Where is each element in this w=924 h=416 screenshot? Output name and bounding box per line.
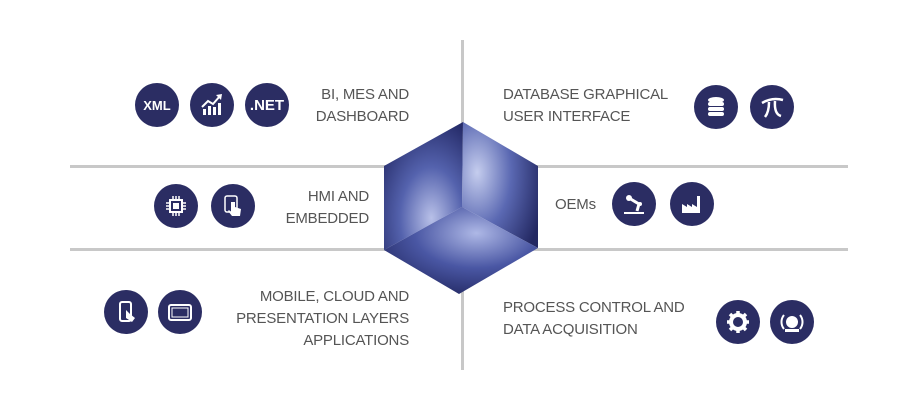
robot-arm-icon <box>612 182 656 226</box>
database-icon <box>694 85 738 129</box>
logo-pi-icon <box>750 85 794 129</box>
cube-face-left <box>384 122 463 250</box>
cube-face-bottom <box>384 207 538 294</box>
chart-growth-icon <box>190 83 234 127</box>
hmi-label: HMI AND EMBEDDED <box>285 186 370 230</box>
cube-face-right <box>462 122 538 248</box>
alarm-icon <box>770 300 814 344</box>
hmi-label-line2: EMBEDDED <box>285 210 370 227</box>
process-label: PROCESS CONTROL AND DATA ACQUISITION <box>503 297 685 341</box>
process-label-line2: DATA ACQUISITION <box>503 321 638 338</box>
db-label-line1: DATABASE GRAPHICAL <box>503 86 669 103</box>
gear-icon <box>716 300 760 344</box>
xml-text: XML <box>143 97 171 113</box>
mobile-label: MOBILE, CLOUD AND PRESENTATION LAYERS APPL… <box>236 286 409 352</box>
db-label: DATABASE GRAPHICAL USER INTERFACE <box>503 84 668 128</box>
hmi-label-line1: HMI AND <box>307 188 369 205</box>
db-label-line2: USER INTERFACE <box>503 108 631 125</box>
process-label-line1: PROCESS CONTROL AND <box>503 299 685 316</box>
chip-icon <box>154 184 198 228</box>
mobile-label-line1: MOBILE, CLOUD AND <box>259 288 409 305</box>
tablet-icon <box>158 290 202 334</box>
mobile-label-line3: APPLICATIONS <box>303 332 409 349</box>
dotnet-icon: .NET <box>245 83 289 127</box>
factory-icon <box>670 182 714 226</box>
mobile-label-line2: PRESENTATION LAYERS <box>236 310 409 327</box>
smartphone-icon <box>104 290 148 334</box>
oem-label: OEMs <box>555 194 596 216</box>
touch-icon <box>211 184 255 228</box>
oem-label-line1: OEMs <box>555 196 596 213</box>
dotnet-text: .NET <box>249 96 285 114</box>
bi-label-line2: DASHBOARD <box>315 108 409 125</box>
bi-label-line1: BI, MES AND <box>321 86 409 103</box>
xml-icon: XML <box>135 83 179 127</box>
bi-label: BI, MES AND DASHBOARD <box>316 84 409 128</box>
